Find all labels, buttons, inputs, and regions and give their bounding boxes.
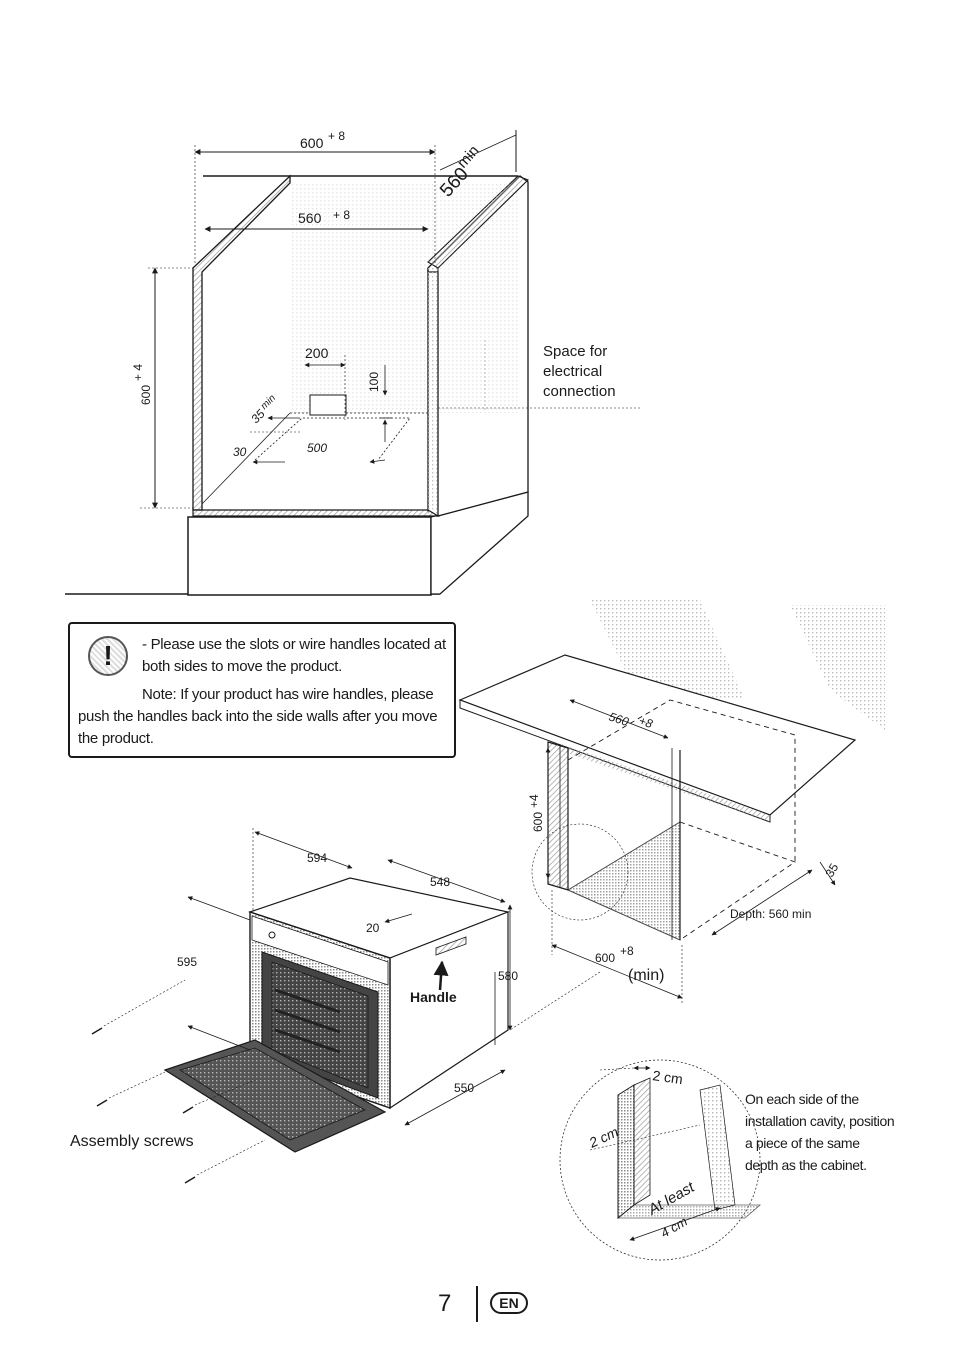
oven-dim-548: 548 <box>430 875 450 889</box>
cab-dim-600-tol: +4 <box>527 794 541 808</box>
cab-min-label: (min) <box>628 967 664 984</box>
handle-label: Handle <box>410 989 457 1005</box>
dim-560-inner-tol: + 8 <box>333 208 350 222</box>
cab-dim-560: 560 <box>607 710 631 730</box>
detail-2cm-top: 2 cm <box>652 1067 684 1087</box>
dim-500: 500 <box>307 441 327 455</box>
dim-600-height-tol: + 4 <box>131 364 145 381</box>
oven-dim-594: 594 <box>307 851 327 865</box>
cab-dim-600b-tol: +8 <box>620 944 634 958</box>
footer-divider <box>476 1286 478 1322</box>
electrical-label: electrical <box>543 363 602 380</box>
cab-dim-35: 35 <box>822 861 841 880</box>
dim-30: 30 <box>233 445 247 459</box>
oven-dim-580: 580 <box>498 969 518 983</box>
cab-depth-label: Depth: 560 min <box>730 907 811 921</box>
language-badge: EN <box>490 1292 528 1314</box>
oven-diagram: 594 548 20 595 580 550 Handle Assembly s… <box>70 828 601 1184</box>
dim-600-outer: 600 <box>300 135 324 151</box>
oven-dim-20: 20 <box>366 921 380 935</box>
dim-560-inner: 560 <box>298 210 322 226</box>
warning-box: ! - Please use the slots or wire handles… <box>68 622 456 758</box>
cab-dim-560-tol: +8 <box>637 714 655 732</box>
assembly-screws-label: Assembly screws <box>70 1133 194 1150</box>
warning-text-note: Note: If your product has wire handles, … <box>78 686 438 747</box>
connection-label: connection <box>543 383 616 400</box>
dim-200: 200 <box>305 345 329 361</box>
dim-35-min: min <box>259 392 278 411</box>
oven-dim-550: 550 <box>454 1081 474 1095</box>
side-spacer-note: On each side of the installation cavity,… <box>745 1091 895 1173</box>
warning-text-move: - Please use the slots or wire handles l… <box>142 636 446 675</box>
dim-600-outer-tol: + 8 <box>328 129 345 143</box>
oven-dim-595: 595 <box>177 955 197 969</box>
top-cabinet-diagram: 600 + 8 560 + 8 560 min 600 + 4 200 100 … <box>65 129 640 596</box>
dim-100: 100 <box>367 372 381 392</box>
cab-dim-600b: 600 <box>595 951 615 965</box>
side-spacer-detail: 2 cm 2 cm At least 4 cm <box>559 1059 762 1261</box>
undercounter-cabinet-diagram: 560 +8 600 +4 35 Depth: 560 min 600 +8 (… <box>458 600 885 1005</box>
exclamation-icon: ! <box>88 636 128 676</box>
dim-600-height: 600 <box>139 385 153 405</box>
cab-dim-600: 600 <box>531 812 545 832</box>
space-for-label: Space for <box>543 343 607 360</box>
page-number: 7 <box>438 1290 452 1317</box>
page-footer: 7 EN <box>0 1286 954 1326</box>
